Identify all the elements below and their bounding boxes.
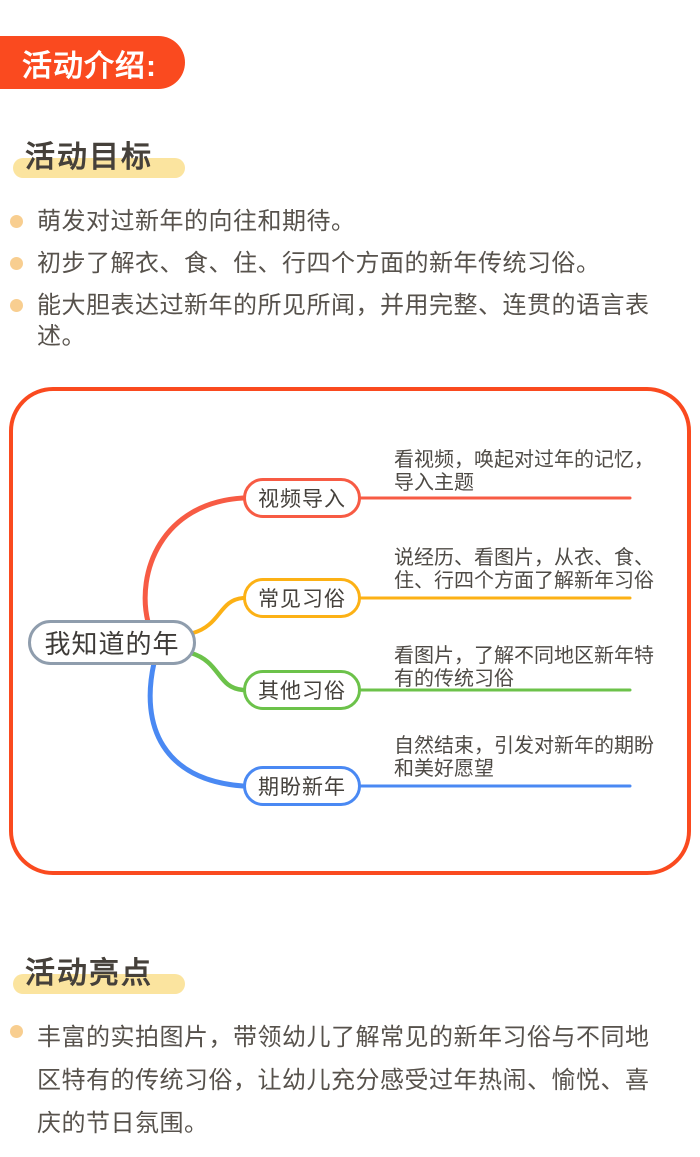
note-line: 自然结束，引发对新年的期盼 <box>394 735 654 757</box>
note-line: 说经历、看图片，从衣、食、 <box>394 547 654 569</box>
branch-node-label: 常见习俗 <box>258 588 346 611</box>
mindmap-panel: 我知道的年 视频导入 常见习俗 其他习俗 期盼新年 看视频，唤起对过年的记忆， … <box>9 387 691 875</box>
bullet-dot-icon <box>10 299 23 312</box>
heading-highlight-bar <box>13 158 185 178</box>
note-line: 看图片，了解不同地区新年特 <box>394 645 654 667</box>
branch-node-label: 期盼新年 <box>258 776 346 799</box>
note-line: 导入主题 <box>394 472 474 494</box>
highlight-text: 丰富的实拍图片，带领幼儿了解常见的新年习俗与不同地区特有的传统习俗，让幼儿充分感… <box>37 1024 650 1137</box>
highlight-item: 丰富的实拍图片，带领幼儿了解常见的新年习俗与不同地区特有的传统习俗，让幼儿充分感… <box>10 1016 669 1145</box>
branch-node-other: 其他习俗 <box>243 670 361 710</box>
note-line: 看视频，唤起对过年的记忆， <box>394 449 654 471</box>
branch-node-common: 常见习俗 <box>243 578 361 618</box>
note-line: 住、行四个方面了解新年习俗 <box>394 570 654 592</box>
highlights-heading: 活动亮点 <box>13 948 185 994</box>
branch-note-common: 说经历、看图片，从衣、食、 住、行四个方面了解新年习俗 <box>394 547 654 593</box>
goal-item: 初步了解衣、食、住、行四个方面的新年传统习俗。 <box>10 248 697 279</box>
branch-node-label: 其他习俗 <box>258 680 346 703</box>
highlights-heading-text: 活动亮点 <box>25 957 153 990</box>
branch-curve-other <box>188 650 246 693</box>
note-line: 有的传统习俗 <box>394 668 514 690</box>
goal-item: 能大胆表达过新年的所见所闻，并用完整、连贯的语言表述。 <box>10 290 697 352</box>
branch-curve-video <box>142 495 246 625</box>
branch-note-other: 看图片，了解不同地区新年特 有的传统习俗 <box>394 645 654 691</box>
goal-item: 萌发对过新年的向往和期待。 <box>10 206 697 237</box>
mindmap-root-node: 我知道的年 <box>28 620 196 665</box>
branch-node-label: 视频导入 <box>258 488 346 511</box>
branch-note-hope: 自然结束，引发对新年的期盼 和美好愿望 <box>394 735 654 781</box>
goal-text: 初步了解衣、食、住、行四个方面的新年传统习俗。 <box>37 250 601 277</box>
branch-curve-common <box>191 596 245 635</box>
root-node-label: 我知道的年 <box>44 629 180 659</box>
goals-heading: 活动目标 <box>13 132 185 178</box>
bullet-dot-icon <box>10 215 23 228</box>
branch-node-hope: 期盼新年 <box>243 766 361 806</box>
mindmap-connectors <box>142 495 632 789</box>
goals-heading-text: 活动目标 <box>25 141 153 174</box>
goal-text: 能大胆表达过新年的所见所闻，并用完整、连贯的语言表述。 <box>37 292 650 350</box>
branch-node-video: 视频导入 <box>243 478 361 518</box>
heading-highlight-bar <box>13 974 185 994</box>
bullet-dot-icon <box>10 257 23 270</box>
header-badge: 活动介绍: <box>0 36 185 89</box>
branch-curve-hope <box>147 660 246 789</box>
note-line: 和美好愿望 <box>394 758 494 780</box>
goal-text: 萌发对过新年的向往和期待。 <box>37 208 356 235</box>
page-title: 活动介绍: <box>22 49 157 83</box>
bullet-dot-icon <box>10 1025 23 1038</box>
branch-note-video: 看视频，唤起对过年的记忆， 导入主题 <box>394 449 654 495</box>
